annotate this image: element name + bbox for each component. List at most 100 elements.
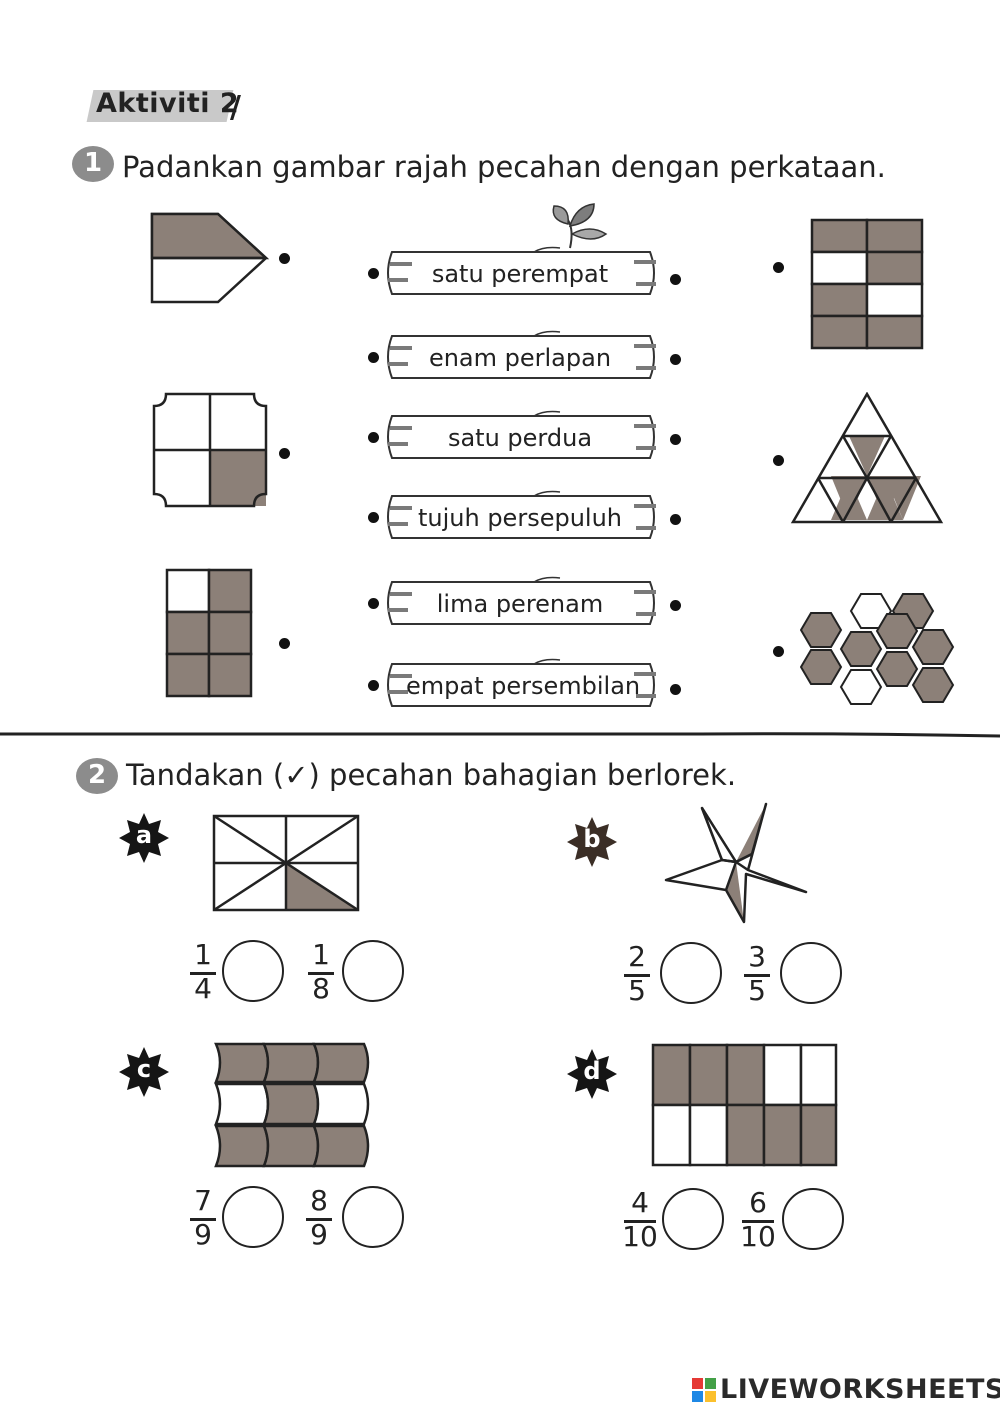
fraction-bar [306,1218,332,1221]
fraction-d-2: 6 10 [738,1186,778,1253]
word-label: satu perdua [447,424,593,452]
match-dot-word-6-right[interactable] [670,684,681,695]
answer-circle-a-1[interactable] [222,940,284,1002]
numerator: 1 [312,938,330,971]
match-dot-word-6-left[interactable] [368,680,379,691]
activity-title: Aktiviti 2 [96,88,240,119]
question-1-instruction: Padankan gambar rajah pecahan dengan per… [122,150,886,184]
fraction-bar [190,972,216,975]
log-shape [387,658,656,707]
match-dot-word-2-left[interactable] [368,352,379,363]
word-label: empat persembilan [406,672,641,700]
match-dot-right-3[interactable] [773,646,784,657]
answer-circle-b-2[interactable] [780,942,842,1004]
starburst-icon [119,813,169,863]
fraction-b-2: 3 5 [740,940,774,1007]
shape-grid-eight [810,218,924,350]
word-log-1: satu perempat [384,246,660,300]
leaf-decoration [552,203,608,249]
word-log-6: empat persembilan [384,658,660,712]
denominator: 8 [312,972,330,1005]
starburst-icon [119,1047,169,1097]
match-dot-right-2[interactable] [773,455,784,466]
log-shape [387,330,656,379]
shape-scales-nine [214,1042,370,1168]
word-label: satu perempat [431,260,609,288]
log-shape [387,490,656,539]
question-number-text: 2 [87,760,107,790]
answer-circle-b-1[interactable] [660,942,722,1004]
numerator: 3 [748,940,766,973]
item-label: a [135,821,153,849]
section-divider [0,732,1000,738]
badge-slash: / [230,90,241,125]
shaded-part [150,212,270,260]
word-log-2: enam perlapan [384,330,660,384]
match-dot-word-2-right[interactable] [670,354,681,365]
fraction-bar [624,974,650,977]
denominator: 4 [194,972,212,1005]
item-label: d [583,1057,601,1085]
match-dot-word-4-right[interactable] [670,514,681,525]
word-label: tujuh persepuluh [417,504,622,532]
fraction-bar [744,974,770,977]
match-dot-left-3[interactable] [279,638,290,649]
match-dot-word-3-left[interactable] [368,432,379,443]
shape-rectangle-eighths [212,814,360,912]
denominator: 10 [740,1220,776,1253]
log-shape [387,246,656,295]
numerator: 6 [749,1186,767,1219]
shape-grid-six [165,568,253,698]
starburst-icon [567,817,617,867]
numerator: 8 [310,1184,328,1217]
shape-triangle-nine [790,392,944,524]
answer-circle-c-2[interactable] [342,1186,404,1248]
fraction-bar [190,1218,216,1221]
match-dot-word-5-right[interactable] [670,600,681,611]
match-dot-left-2[interactable] [279,448,290,459]
watermark-text: LIVEWORKSHEETS [720,1374,1000,1405]
fraction-a-2: 1 8 [304,938,338,1005]
shape-pentagon-half [150,212,270,304]
item-b-badge: b [566,816,618,868]
word-label: lima perenam [436,590,604,618]
fraction-a-1: 1 4 [186,938,220,1005]
answer-circle-d-2[interactable] [782,1188,844,1250]
question-2-instruction: Tandakan (✓) pecahan bahagian berlorek. [126,758,737,792]
fraction-bar [742,1220,774,1223]
shape-square-quarters [152,392,268,508]
fraction-bar [624,1220,656,1223]
word-label: enam perlapan [428,344,612,372]
match-dot-word-1-left[interactable] [368,268,379,279]
match-dot-left-1[interactable] [279,253,290,264]
number-circle [76,758,118,794]
fraction-b-1: 2 5 [620,940,654,1007]
numerator: 2 [628,940,646,973]
answer-circle-c-1[interactable] [222,1186,284,1248]
match-dot-word-5-left[interactable] [368,598,379,609]
word-log-3: satu perdua [384,410,660,464]
match-dot-word-3-right[interactable] [670,434,681,445]
match-dot-word-4-left[interactable] [368,512,379,523]
item-label: b [583,825,601,853]
fraction-d-1: 4 10 [620,1186,660,1253]
answer-circle-a-2[interactable] [342,940,404,1002]
match-dot-word-1-right[interactable] [670,274,681,285]
log-shape [387,410,656,459]
item-label: c [136,1055,152,1083]
fraction-c-1: 7 9 [186,1184,220,1251]
shape-grid-ten [651,1043,838,1167]
question-2-number: 2 [76,758,120,796]
shape-hexagon-nine [800,593,955,705]
activity-title-badge: Aktiviti 2 / [86,88,241,126]
numerator: 1 [194,938,212,971]
word-log-4: tujuh persepuluh [384,490,660,544]
starburst-icon [567,1049,617,1099]
fraction-c-2: 8 9 [302,1184,336,1251]
answer-circle-d-1[interactable] [662,1188,724,1250]
question-1-number: 1 [72,146,116,184]
numerator: 4 [631,1186,649,1219]
item-a-badge: a [118,812,170,864]
denominator: 5 [748,974,766,1007]
match-dot-right-1[interactable] [773,262,784,273]
